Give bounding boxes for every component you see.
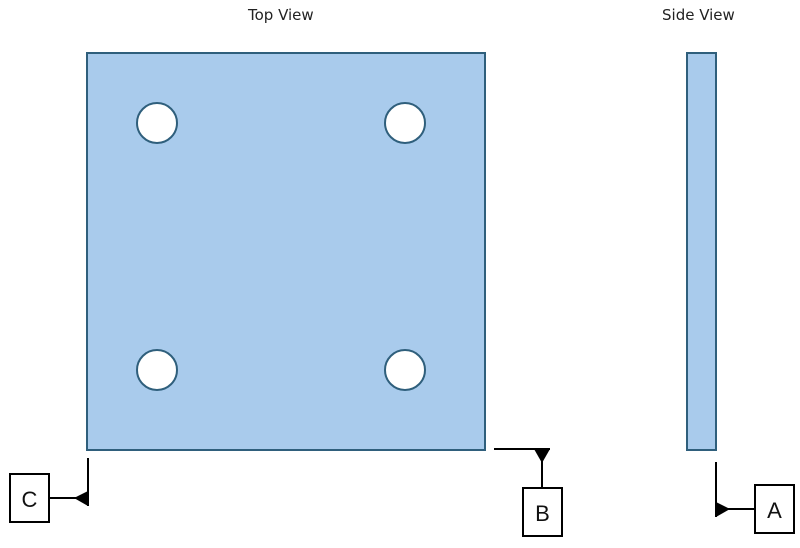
datum-b-box <box>522 487 563 537</box>
datum-a-label: A <box>767 498 782 523</box>
hole-bottom-right <box>384 349 426 391</box>
datum-c-symbol: C <box>9 458 89 523</box>
datum-triangle-icon <box>716 502 730 517</box>
datum-c-label: C <box>22 487 38 512</box>
datum-c-box <box>9 473 50 523</box>
datum-triangle-icon <box>74 491 88 506</box>
side-view-plate <box>686 52 717 451</box>
datum-triangle-icon <box>534 449 550 463</box>
hole-bottom-left <box>136 349 178 391</box>
datum-a-box <box>754 484 795 534</box>
top-view-title: Top View <box>248 6 314 24</box>
mounting-holes <box>136 102 426 391</box>
hole-top-right <box>384 102 426 144</box>
datum-a-symbol: A <box>715 462 795 534</box>
side-view-title: Side View <box>662 6 735 24</box>
datum-b-symbol: B <box>494 448 563 537</box>
datum-b-label: B <box>535 501 550 526</box>
hole-top-left <box>136 102 178 144</box>
